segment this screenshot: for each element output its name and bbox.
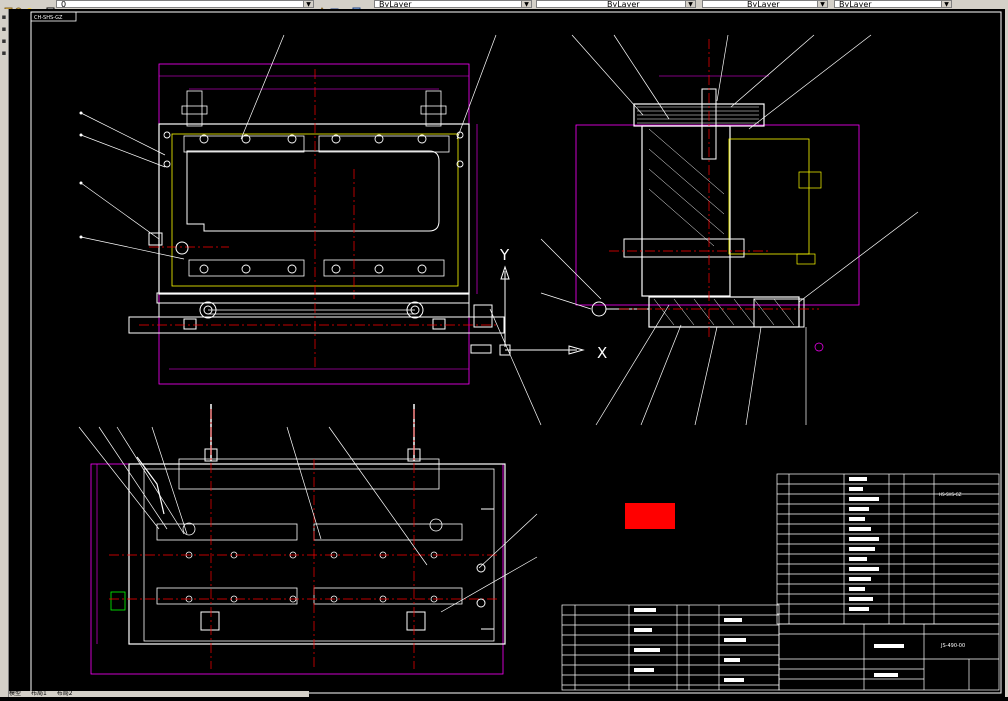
- lock-icon[interactable]: [36, 0, 45, 15]
- bom-table: [561, 473, 1000, 691]
- plotstyle-combo[interactable]: ByLayer ▼: [834, 0, 952, 8]
- chevron-down-icon[interactable]: ▼: [941, 1, 951, 7]
- color-combo[interactable]: ByLayer ▼: [374, 0, 532, 8]
- technical-requirements-note: [625, 503, 675, 529]
- lineweight-combo[interactable]: ByLayer ▼: [702, 0, 828, 8]
- tool-icon[interactable]: ▪: [1, 13, 7, 21]
- front-view: [128, 63, 505, 385]
- title-tag-text: CH-SHS-GZ: [34, 15, 63, 21]
- chevron-down-icon[interactable]: ▼: [685, 1, 695, 7]
- color-swatch-icon[interactable]: [46, 0, 55, 15]
- vertical-scrollbar[interactable]: [1005, 9, 1008, 697]
- cad-drawing: CH-SHS-GZ: [30, 11, 1002, 694]
- bom-text-blocks: [634, 477, 904, 682]
- layer-previous-icon[interactable]: [330, 0, 339, 15]
- color-combo-value: ByLayer: [379, 0, 412, 8]
- title-tag-box: [30, 11, 77, 22]
- part-balloons: [79, 111, 83, 239]
- plotstyle-combo-value: ByLayer: [839, 0, 872, 8]
- tool-icon[interactable]: ▪: [1, 37, 7, 45]
- layer-manager-icon[interactable]: [4, 0, 13, 15]
- frame-outline: [158, 123, 470, 295]
- leader-lines-side: [540, 34, 919, 426]
- tab-model[interactable]: 模型: [9, 690, 22, 697]
- layer-combo[interactable]: 0 ▼: [56, 0, 314, 8]
- title-block-name: JS-490-00: [940, 643, 965, 649]
- sun-icon[interactable]: [25, 0, 34, 14]
- chevron-down-icon[interactable]: ▼: [303, 1, 313, 7]
- side-section-view: [575, 39, 860, 352]
- title-block-note: HS-SHS-GZ: [939, 492, 962, 497]
- lineweight-combo-value: ByLayer: [747, 0, 780, 8]
- ucs-icon: [470, 265, 585, 356]
- drawing-border: [30, 11, 1002, 694]
- left-docked-toolbar: ▪ ▪ ▪ ▪: [0, 9, 9, 697]
- tab-layout1[interactable]: 布局1: [30, 690, 47, 697]
- layout-tabs: 模型 布局1 布局2: [9, 691, 309, 697]
- leader-lines: [80, 34, 542, 426]
- axis-x-label: X: [597, 344, 607, 362]
- chevron-down-icon[interactable]: ▼: [817, 1, 827, 7]
- bolt-holes: [163, 131, 464, 274]
- top-view: [90, 404, 506, 675]
- tab-layout2[interactable]: 布局2: [56, 690, 73, 697]
- axis-y-label: Y: [499, 246, 510, 264]
- drawing-canvas[interactable]: CH-SHS-GZ: [9, 9, 1005, 697]
- make-current-layer-icon[interactable]: [318, 0, 328, 14]
- centerlines: [139, 69, 499, 369]
- layer-states-icon[interactable]: [352, 0, 361, 15]
- light-bulb-icon[interactable]: [14, 0, 23, 15]
- leader-lines-top: [78, 426, 538, 613]
- dimension-box: [158, 63, 470, 385]
- tool-icon[interactable]: ▪: [1, 25, 7, 33]
- chevron-down-icon[interactable]: ▼: [521, 1, 531, 7]
- layer-combo-value: 0: [61, 0, 67, 8]
- tool-icon[interactable]: ▪: [1, 49, 7, 57]
- linetype-combo[interactable]: ByLayer ▼: [536, 0, 696, 8]
- linetype-combo-value: ByLayer: [607, 0, 640, 8]
